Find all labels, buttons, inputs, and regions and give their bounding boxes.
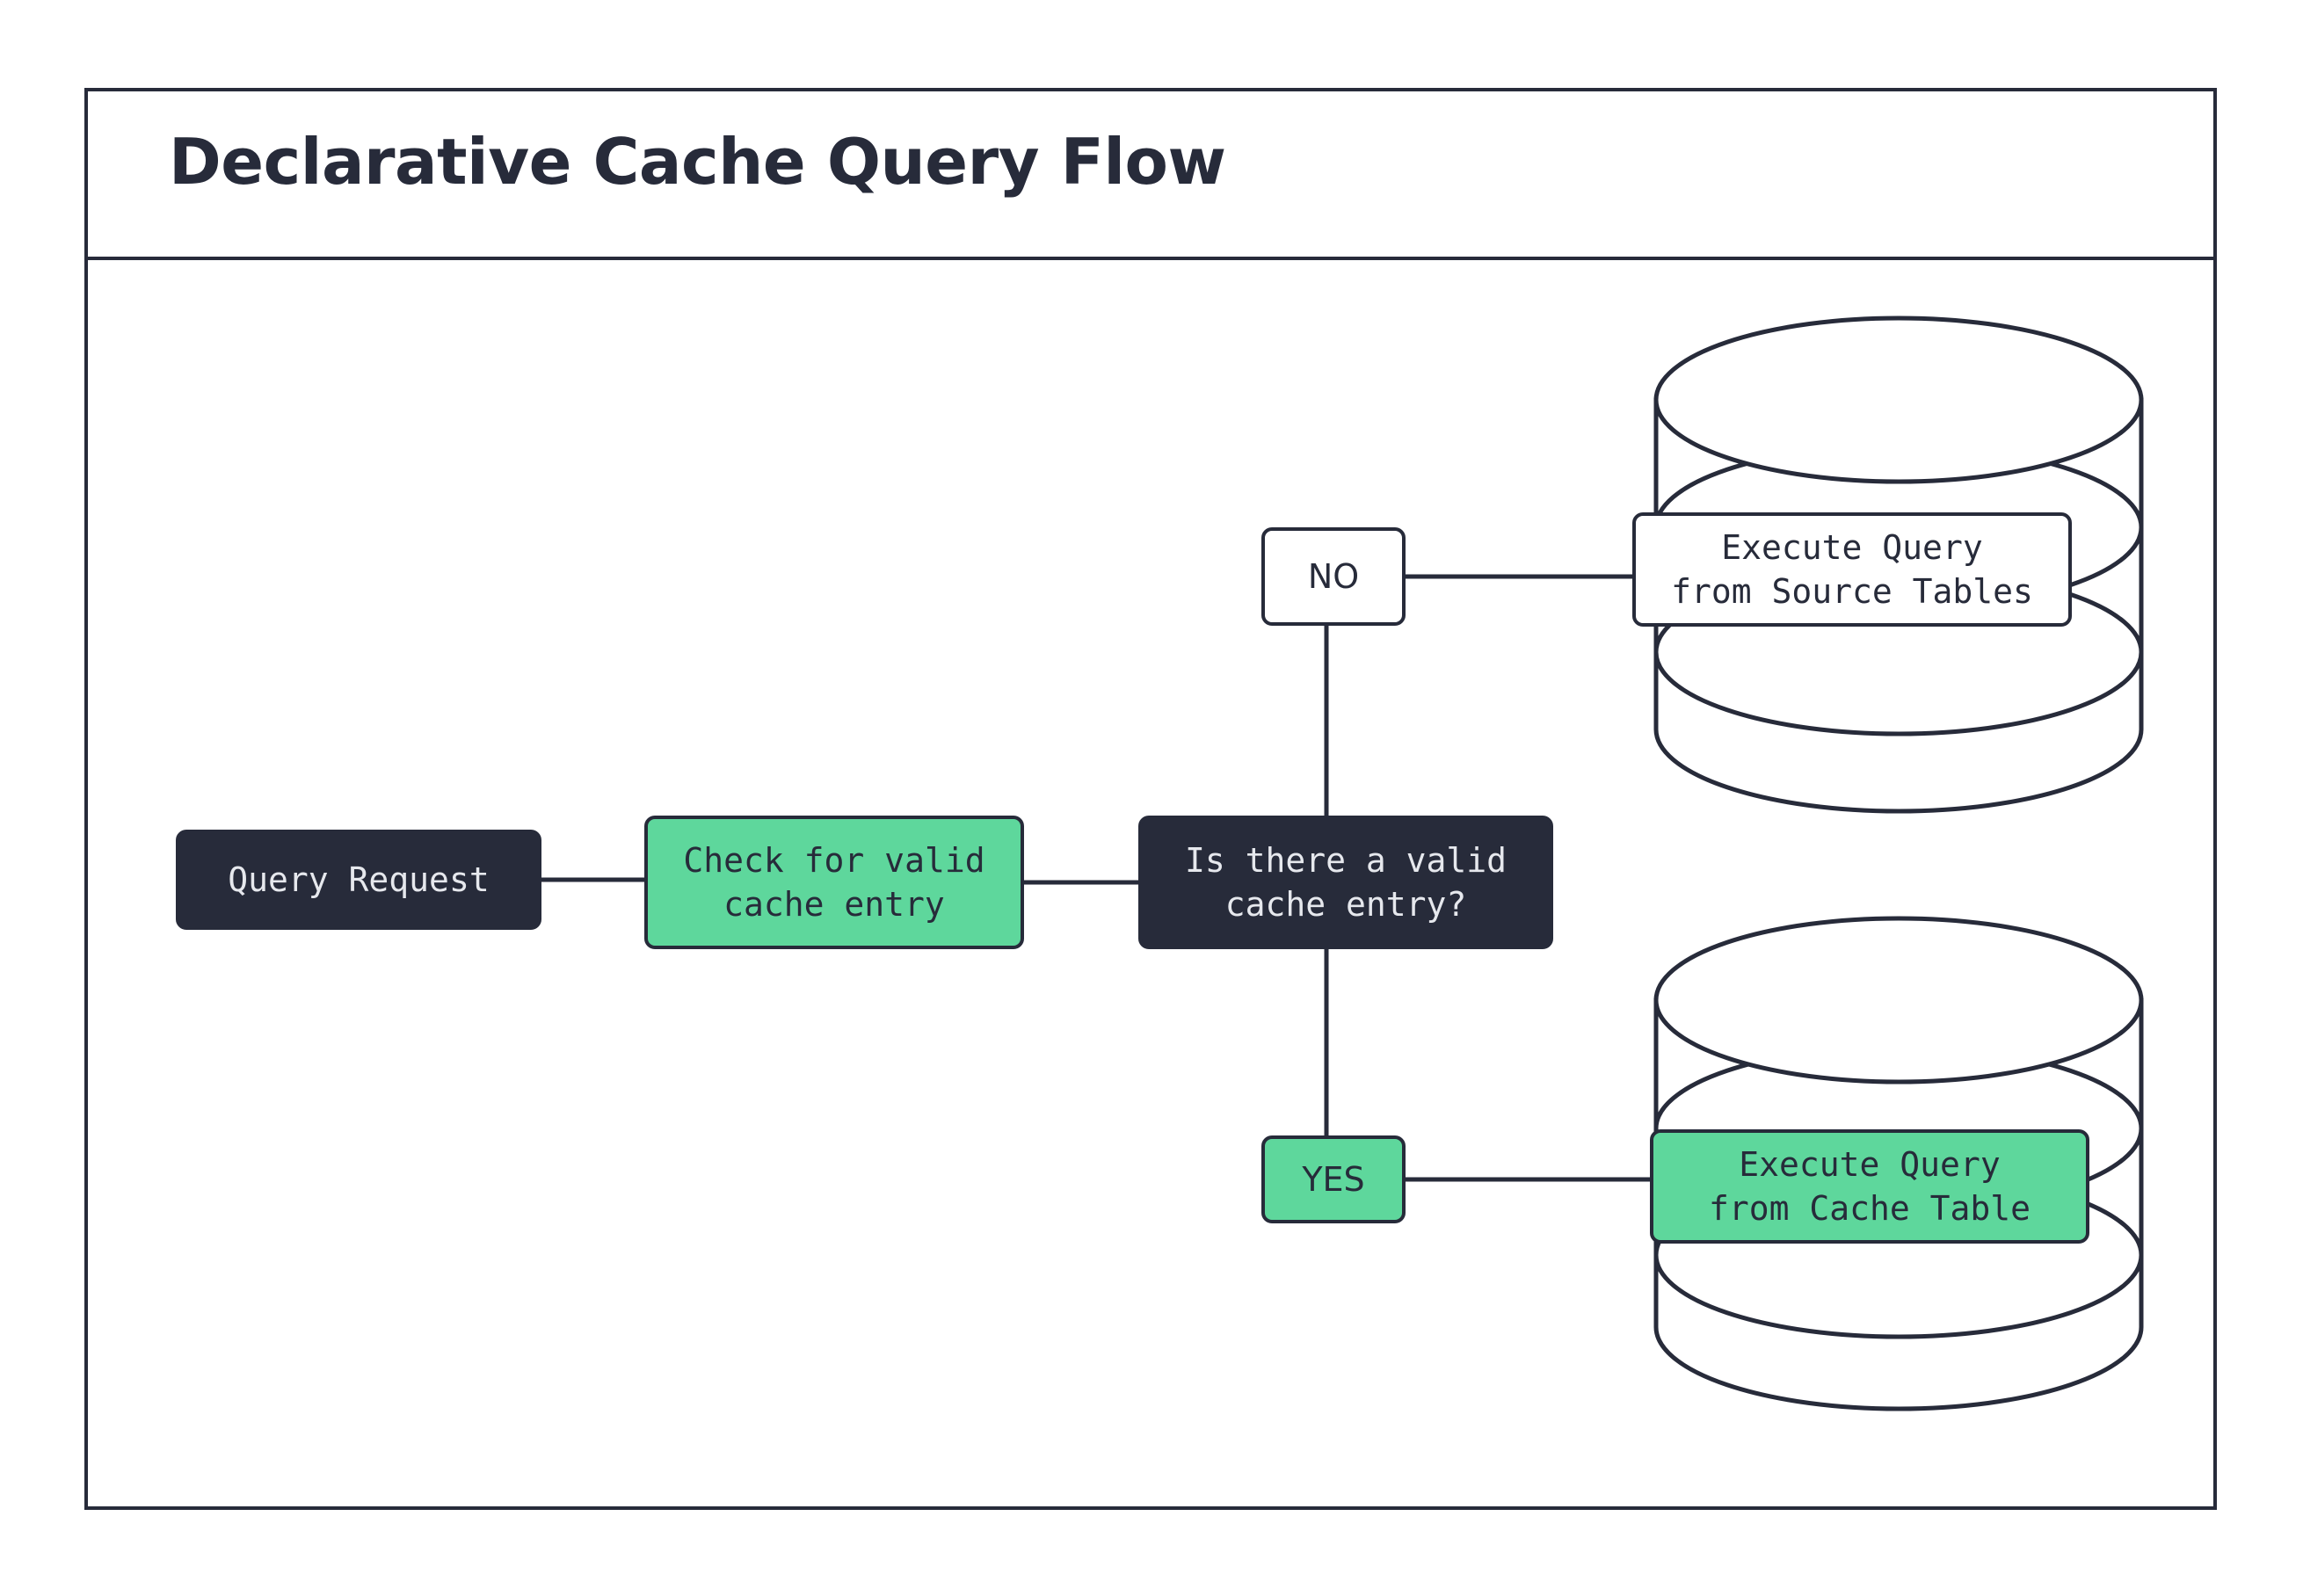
node-execute-query-from-cache-table[interactable]: Execute Query from Cache Table: [1650, 1129, 2089, 1244]
page-title: Declarative Cache Query Flow: [169, 125, 1226, 199]
diagram-frame: [84, 88, 2217, 1510]
edge-label-yes[interactable]: YES: [1261, 1135, 1406, 1223]
node-execute-query-from-source-tables[interactable]: Execute Query from Source Tables: [1632, 512, 2072, 627]
node-query-request[interactable]: Query Request: [176, 830, 541, 930]
node-check-for-valid-cache-entry[interactable]: Check for valid cache entry: [644, 816, 1024, 949]
edge-label-no[interactable]: NO: [1261, 527, 1406, 626]
node-is-there-a-valid-cache-entry[interactable]: Is there a valid cache entry?: [1138, 816, 1553, 949]
